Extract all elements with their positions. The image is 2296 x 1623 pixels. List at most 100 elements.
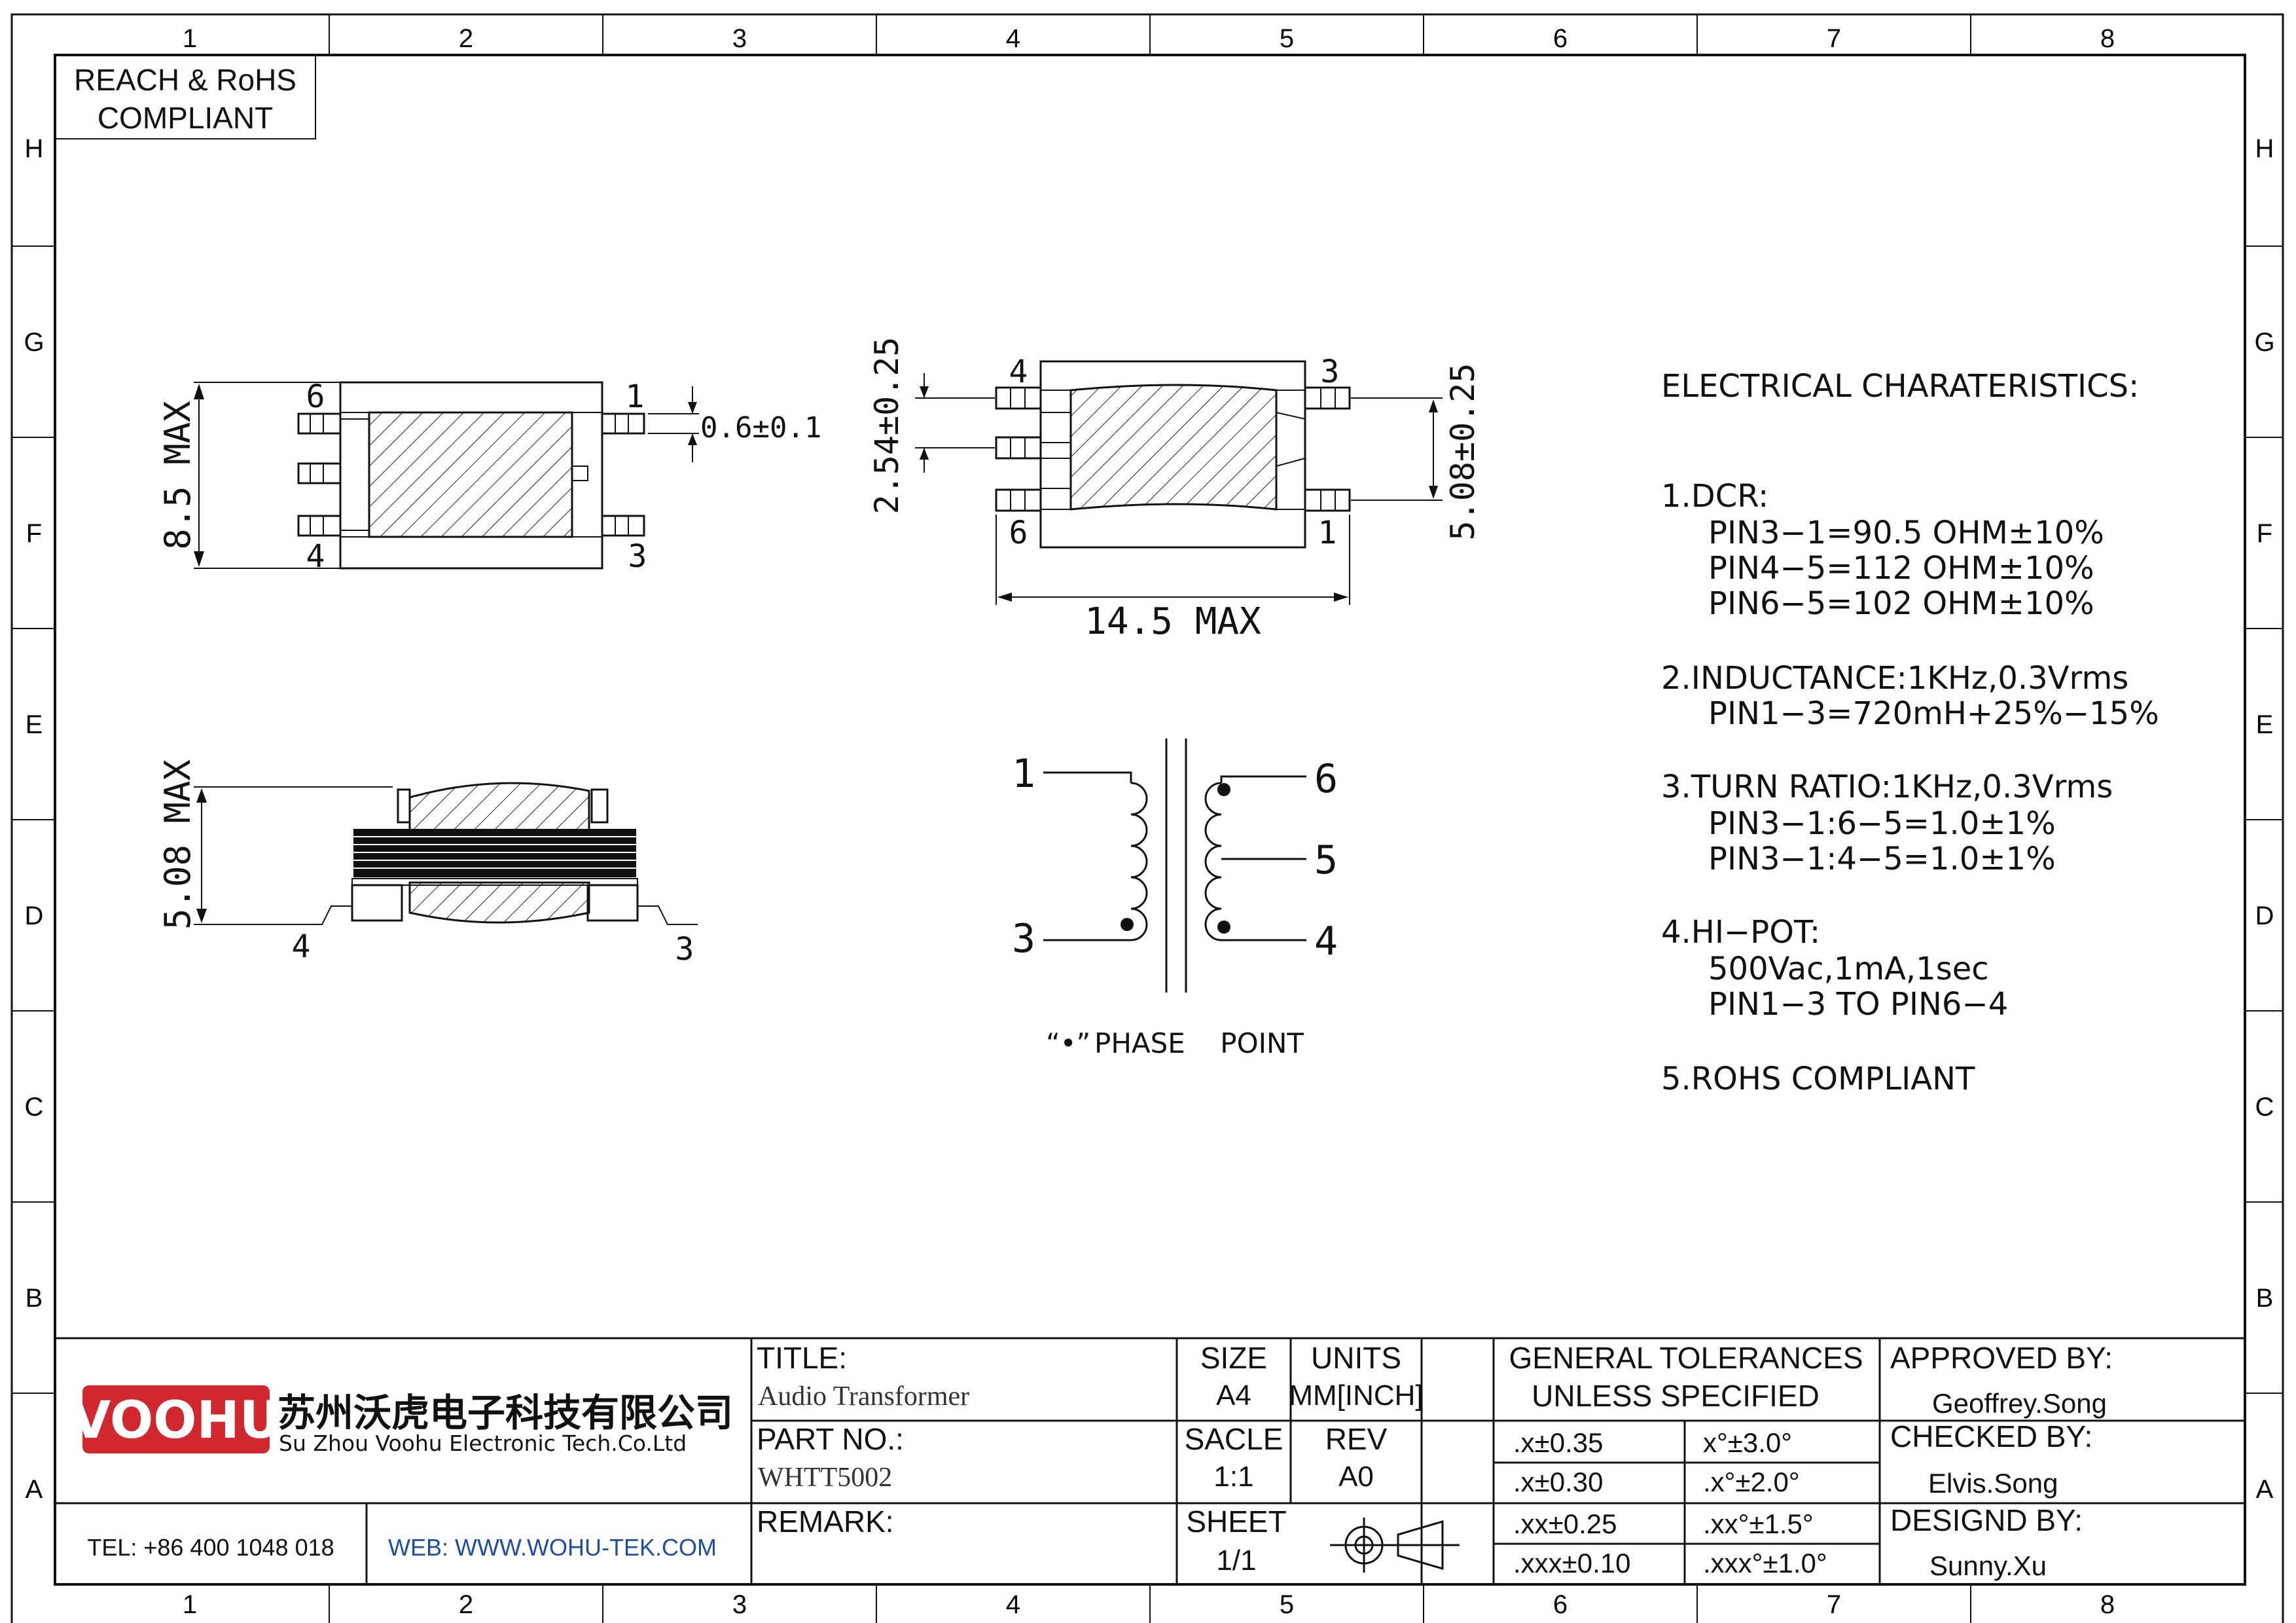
zone-col-5: 5 xyxy=(1280,24,1294,53)
zone-col-5-bottom: 5 xyxy=(1280,1590,1294,1619)
bottom-view-pin-6: 6 xyxy=(1009,515,1028,551)
zone-col-6: 6 xyxy=(1553,24,1568,53)
tolerance-angular-1: x°±3.0° xyxy=(1703,1427,1792,1458)
top-view-pin-6: 6 xyxy=(306,378,325,415)
approved-label: APPROVED BY: xyxy=(1890,1341,2113,1375)
zone-row-a: A xyxy=(26,1475,43,1504)
rohs-title: 5.ROHS COMPLIANT xyxy=(1661,1061,1975,1097)
turn-ratio-line-2: PIN3−1:4−5=1.0±1% xyxy=(1708,841,2056,877)
zone-col-2: 2 xyxy=(459,24,473,53)
top-view-height-dim: 8.5 MAX xyxy=(157,401,198,550)
checked-label: CHECKED BY: xyxy=(1890,1419,2092,1453)
winding-schematic: 1 3 6 5 4 “•” PHASE POINT xyxy=(1012,739,1338,1059)
bottom-view: 4 3 6 1 2.54±0.25 5.08±0.25 14.5 MAX xyxy=(868,337,1482,643)
zone-row-b: B xyxy=(26,1284,43,1313)
top-view-pin-1: 1 xyxy=(626,378,645,415)
units-label: UNITS xyxy=(1311,1341,1401,1375)
design-value: Sunny.Xu xyxy=(1929,1550,2047,1581)
rev-label: REV xyxy=(1325,1422,1388,1456)
zone-row-d-right: D xyxy=(2255,902,2274,930)
tolerance-angular-2: .x°±2.0° xyxy=(1703,1467,1800,1497)
checked-value: Elvis.Song xyxy=(1928,1468,2058,1499)
inductance-line-1: PIN1−3=720mH+25%−15% xyxy=(1708,695,2159,732)
scale-value: 1:1 xyxy=(1213,1461,1253,1493)
bottom-view-pin-4: 4 xyxy=(1009,354,1028,390)
size-value: A4 xyxy=(1216,1379,1251,1412)
title-block: VOOHU 苏州沃虎电子科技有限公司 Su Zhou Voohu Electro… xyxy=(55,1337,2245,1584)
dcr-line-1: PIN3−1=90.5 OHM±10% xyxy=(1708,515,2104,551)
electrical-characteristics: ELECTRICAL CHARATERISTICS: 1.DCR: PIN3−1… xyxy=(1661,368,2159,1097)
tolerance-heading-1: GENERAL TOLERANCES xyxy=(1509,1341,1863,1375)
tolerance-linear-3: .xx±0.25 xyxy=(1513,1508,1617,1539)
zone-col-7-bottom: 7 xyxy=(1827,1590,1841,1619)
schematic-pin-5: 5 xyxy=(1314,837,1338,883)
electrical-heading: ELECTRICAL CHARATERISTICS: xyxy=(1661,368,2139,405)
tolerance-linear-4: .xxx±0.10 xyxy=(1513,1548,1630,1578)
side-view-pin-4: 4 xyxy=(292,928,311,965)
side-view-pin-3: 3 xyxy=(675,931,694,968)
company-logo: VOOHU xyxy=(71,1385,281,1453)
company-tel: TEL: +86 400 1048 018 xyxy=(87,1534,334,1561)
tolerance-angular-4: .xxx°±1.0° xyxy=(1703,1548,1827,1578)
compliance-badge: REACH & RoHS COMPLIANT xyxy=(55,55,316,139)
sheet-frame: 1 2 3 4 5 6 7 8 1 2 3 4 5 6 7 8 H G F E … xyxy=(10,13,2284,1623)
company-web[interactable]: WEB: WWW.WOHU-TEK.COM xyxy=(388,1534,717,1561)
approved-value: Geoffrey.Song xyxy=(1932,1388,2107,1419)
part-no-label: PART NO.: xyxy=(757,1422,904,1456)
company-name-cn: 苏州沃虎电子科技有限公司 xyxy=(278,1391,733,1435)
bottom-view-span-dim: 5.08±0.25 xyxy=(1444,363,1482,541)
zone-col-6-bottom: 6 xyxy=(1553,1590,1568,1619)
schematic-pin-6: 6 xyxy=(1314,756,1338,802)
company-name-en: Su Zhou Voohu Electronic Tech.Co.Ltd xyxy=(279,1431,687,1456)
compliance-line-1: REACH & RoHS xyxy=(74,63,296,97)
dcr-title: 1.DCR: xyxy=(1661,478,1768,515)
phase-point-label: PHASE POINT xyxy=(1094,1027,1304,1059)
dcr-line-3: PIN6−5=102 OHM±10% xyxy=(1708,585,2094,622)
logo-text: VOOHU xyxy=(71,1391,281,1450)
turn-ratio-line-1: PIN3−1:6−5=1.0±1% xyxy=(1708,805,2056,842)
zone-row-e-right: E xyxy=(2256,710,2274,739)
bottom-view-pin-1: 1 xyxy=(1318,515,1337,551)
sheet-value: 1/1 xyxy=(1216,1544,1256,1577)
zone-row-h-right: H xyxy=(2255,134,2274,163)
top-view-pin-3: 3 xyxy=(628,538,647,575)
zone-row-g: G xyxy=(24,328,44,357)
turn-ratio-title: 3.TURN RATIO:1KHz,0.3Vrms xyxy=(1661,769,2113,805)
size-label: SIZE xyxy=(1200,1341,1267,1375)
zone-row-c-right: C xyxy=(2255,1093,2274,1122)
scale-label: SACLE xyxy=(1185,1422,1283,1456)
side-view: 5.08 MAX 4 3 xyxy=(157,759,698,968)
projection-symbol-icon xyxy=(1330,1518,1460,1573)
title-label: TITLE: xyxy=(757,1341,847,1375)
compliance-line-2: COMPLIANT xyxy=(98,101,273,135)
zone-col-7: 7 xyxy=(1827,24,1841,53)
zone-row-f: F xyxy=(26,519,42,548)
units-value: MM[INCH] xyxy=(1289,1379,1423,1412)
hipot-line-2: PIN1−3 TO PIN6−4 xyxy=(1708,986,2008,1023)
zone-col-8-bottom: 8 xyxy=(2100,1590,2115,1619)
hipot-title: 4.HI−POT: xyxy=(1661,914,1820,951)
sheet-label: SHEET xyxy=(1186,1504,1286,1539)
hipot-line-1: 500Vac,1mA,1sec xyxy=(1708,951,1989,987)
tolerance-angular-3: .xx°±1.5° xyxy=(1703,1508,1814,1539)
top-view-pin-4: 4 xyxy=(306,538,325,575)
bottom-view-pitch-dim: 2.54±0.25 xyxy=(868,337,906,515)
zone-col-1-bottom: 1 xyxy=(183,1590,197,1619)
side-view-height-dim: 5.08 MAX xyxy=(157,759,198,930)
zone-row-a-right: A xyxy=(2256,1475,2274,1504)
top-view-pin-width-dim: 0.6±0.1 xyxy=(700,411,821,445)
zone-row-b-right: B xyxy=(2256,1284,2274,1313)
zone-col-4: 4 xyxy=(1006,24,1020,53)
remark-label: REMARK: xyxy=(757,1504,894,1539)
bottom-view-pin-3: 3 xyxy=(1321,354,1340,390)
zone-row-f-right: F xyxy=(2257,519,2272,548)
zone-row-h: H xyxy=(25,134,44,163)
part-no-value: WHTT5002 xyxy=(758,1463,892,1493)
schematic-pin-1: 1 xyxy=(1012,751,1035,797)
phase-point-mark: “•” xyxy=(1046,1027,1090,1059)
title-value: Audio Transformer xyxy=(758,1381,969,1412)
rev-value: A0 xyxy=(1338,1461,1374,1493)
zone-row-e: E xyxy=(26,710,43,739)
zone-col-3-bottom: 3 xyxy=(732,1590,747,1619)
